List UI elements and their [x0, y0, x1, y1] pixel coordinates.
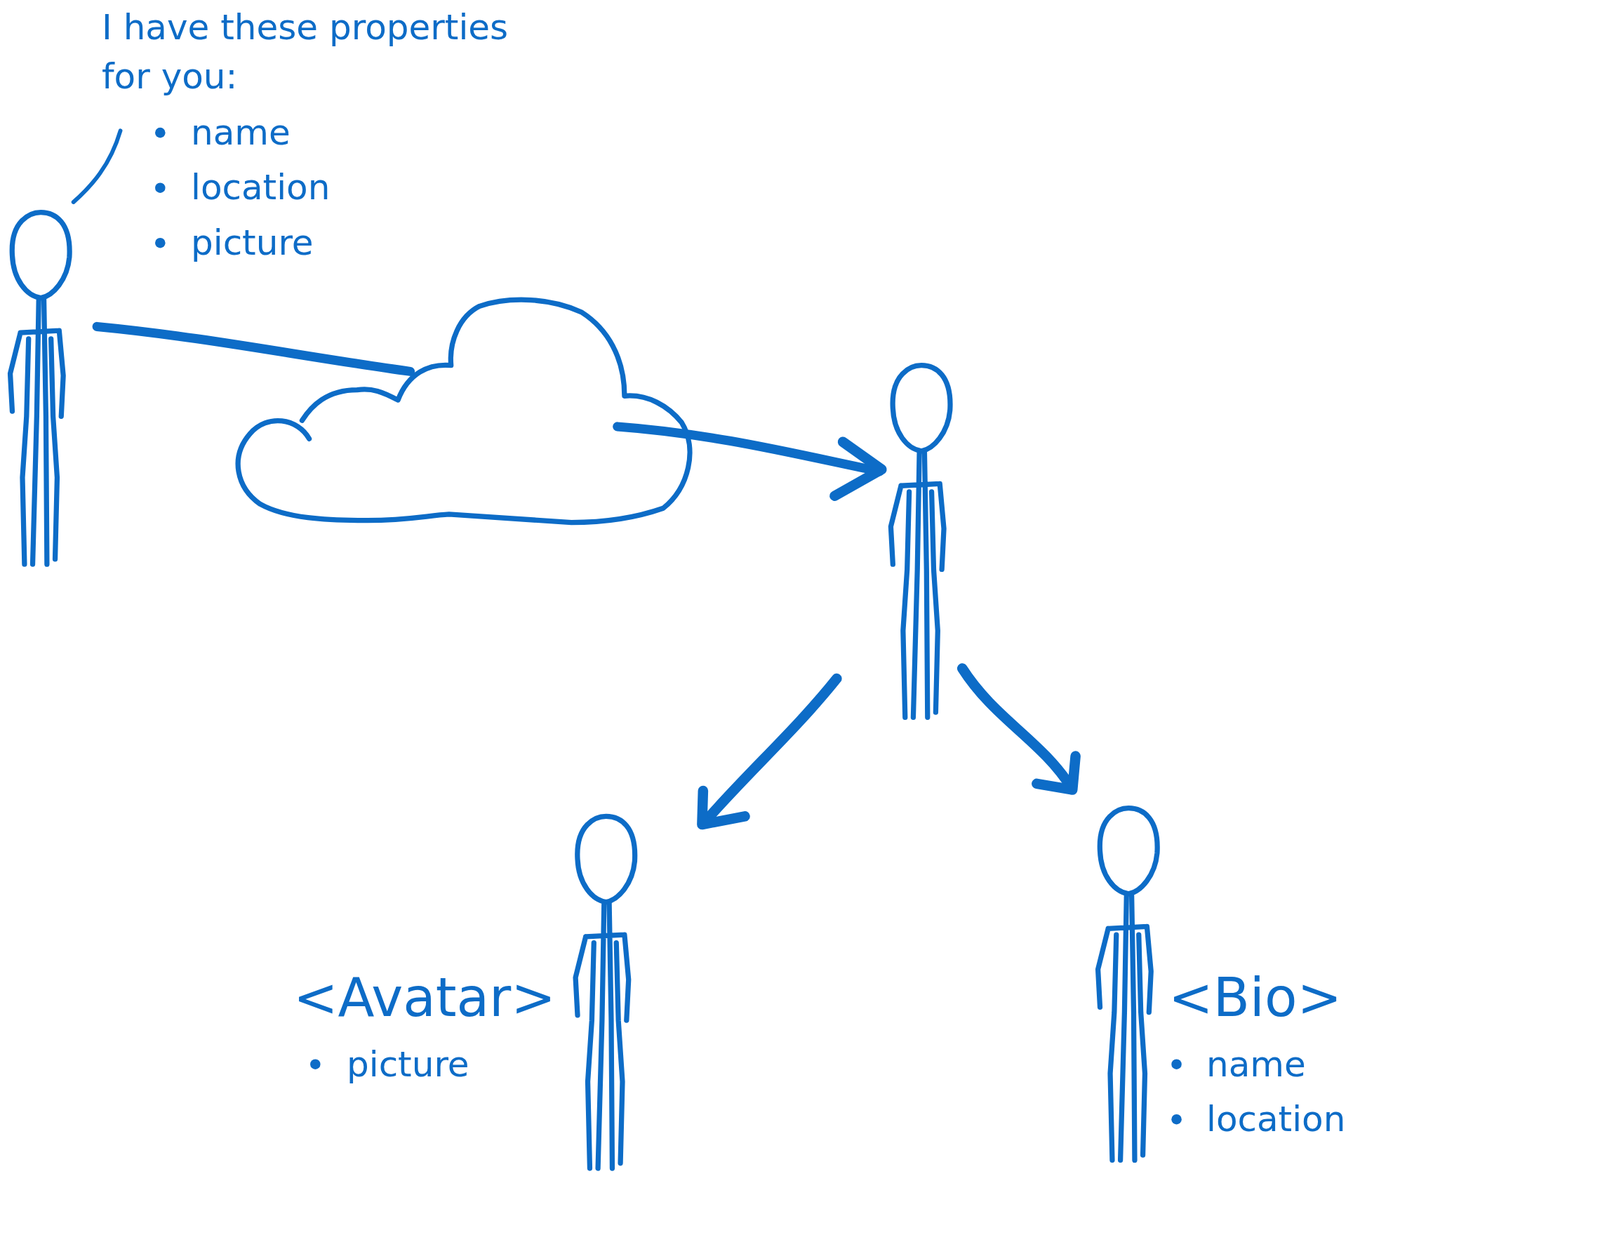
flow-arrow — [617, 426, 880, 472]
property-item: name — [1206, 1040, 1558, 1090]
property-item: location — [1206, 1094, 1558, 1144]
flow-arrow — [705, 678, 837, 821]
cloud — [237, 299, 690, 523]
stick-figure — [575, 816, 636, 1169]
stick-figures — [10, 212, 1158, 1169]
bullet — [310, 1058, 321, 1070]
speech-leader — [73, 130, 121, 203]
property-item: name — [190, 108, 472, 158]
component-name: <Bio> — [1168, 962, 1520, 1033]
stick-figure — [890, 365, 951, 718]
bullet — [155, 237, 166, 249]
arrow-head — [701, 790, 745, 825]
flow-arrow — [96, 326, 410, 372]
arrow-head — [834, 442, 882, 497]
bullet — [155, 127, 166, 139]
property-item: picture — [346, 1040, 558, 1090]
stick-figure — [1098, 808, 1158, 1161]
arrow-head — [1036, 756, 1076, 791]
bullet — [1171, 1114, 1182, 1125]
stick-figure — [10, 212, 71, 565]
property-item: location — [190, 162, 472, 212]
bullet — [1171, 1058, 1182, 1070]
speech-text: I have these properties for you: — [101, 2, 551, 102]
flow-arrow — [962, 668, 1072, 789]
bullet — [155, 182, 166, 193]
component-name: <Avatar> — [196, 962, 556, 1033]
bullets — [155, 127, 1182, 1125]
property-item: picture — [190, 218, 472, 268]
